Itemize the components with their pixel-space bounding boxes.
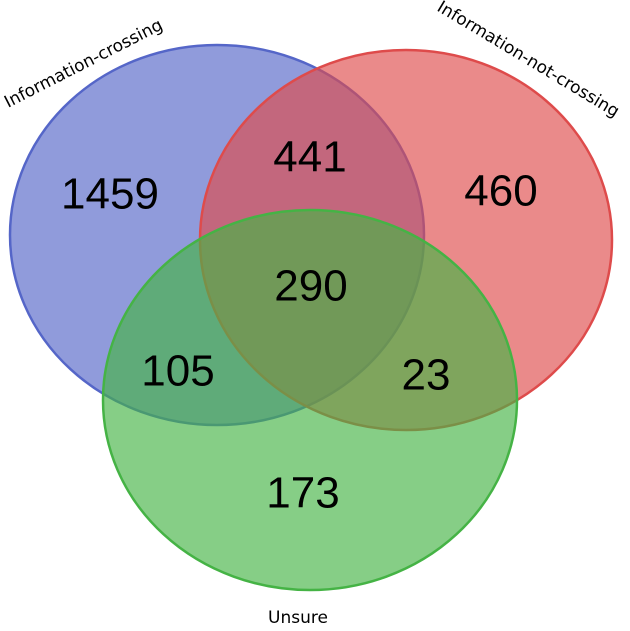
set-label-unsure: Unsure <box>268 608 328 628</box>
region-count-crossing-and-unsure: 105 <box>141 347 214 396</box>
region-count-information-crossing-only: 1459 <box>61 170 159 219</box>
region-count-all-three: 290 <box>274 262 347 311</box>
set-circle-unsure <box>101 208 519 592</box>
region-count-not-crossing-and-unsure: 23 <box>402 351 451 400</box>
region-count-information-not-crossing-only: 460 <box>464 167 537 216</box>
region-count-crossing-and-not-crossing: 441 <box>273 133 346 182</box>
region-count-unsure-only: 173 <box>266 469 339 518</box>
